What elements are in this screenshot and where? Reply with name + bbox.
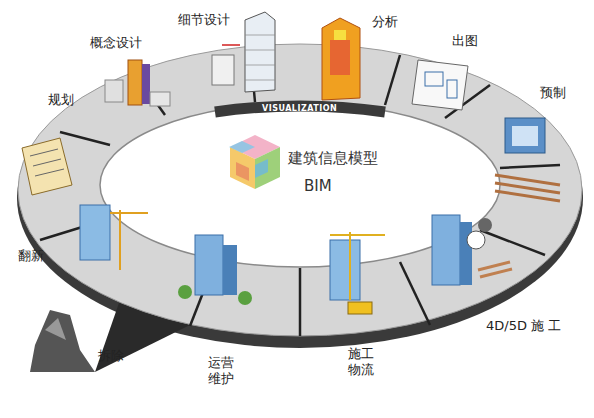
stage-label: 施工 物流 <box>348 346 382 378</box>
bim-cube-logo <box>229 135 280 189</box>
stage-label: 运营 维护 <box>208 355 242 387</box>
renovation-building <box>80 205 148 270</box>
construction-4d <box>432 215 512 285</box>
stage-label: 出图 <box>452 33 492 49</box>
prefab-machine <box>495 118 560 201</box>
stage-label: 分析 <box>372 14 412 30</box>
stage-label: 细节设计 <box>178 12 248 28</box>
operation-building <box>178 235 252 305</box>
concept-models <box>105 60 170 106</box>
analysis-model <box>322 18 360 100</box>
stage-label: 拆除 <box>98 348 138 364</box>
stage-label: VISUALIZATION <box>262 101 352 117</box>
clipboard-icon <box>22 138 72 195</box>
stage-label: 概念设计 <box>90 35 160 51</box>
stage-label: 预制 <box>540 85 580 101</box>
drawing-sheet <box>412 60 468 110</box>
stage-label: BIM <box>304 178 354 194</box>
rubble <box>30 310 95 372</box>
segment-separators <box>40 48 560 336</box>
stage-label: 翻新 <box>18 248 58 264</box>
stage-label: 规划 <box>48 92 88 108</box>
ring-surface <box>18 44 582 336</box>
stage-label: 建筑信息模型 <box>288 150 398 166</box>
construction-logistics <box>330 232 385 314</box>
stage-label: 4D/5D 施 工 <box>486 318 562 334</box>
